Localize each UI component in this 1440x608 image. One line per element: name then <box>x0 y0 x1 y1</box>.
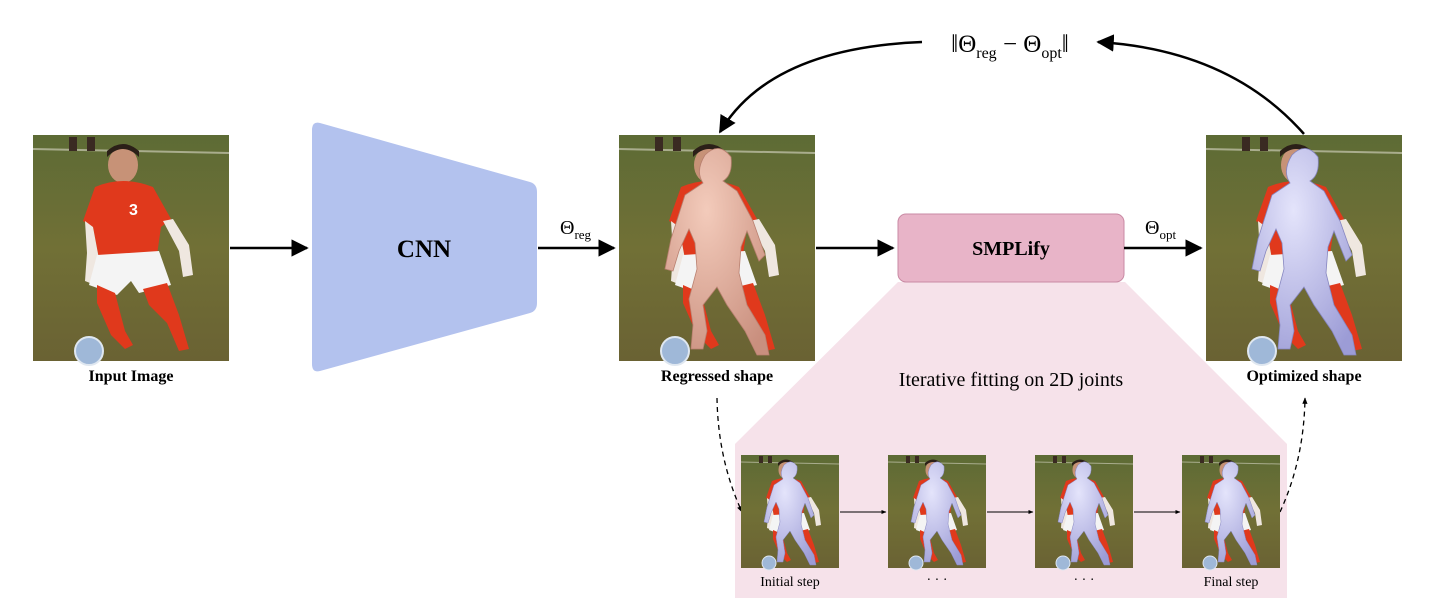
regressed-shape-image <box>618 134 816 366</box>
thumbnail-step-3 <box>1034 454 1134 571</box>
dashed-arrow-final-to-optimized <box>1279 397 1308 513</box>
cnn-label: CNN <box>397 236 451 263</box>
cnn-block <box>312 122 537 372</box>
dots-label-1: · · · <box>927 573 948 588</box>
smplify-label: SMPLify <box>972 238 1050 260</box>
dashed-arrow-regressed-to-initial <box>716 397 743 513</box>
input-image <box>32 134 230 366</box>
thumbnail-initial-step <box>740 454 840 571</box>
optimized-shape-image <box>1205 134 1403 366</box>
optimized-shape-label: Optimized shape <box>1246 368 1361 385</box>
thumbnail-step-2 <box>887 454 987 571</box>
theta-reg-label: Θreg <box>560 217 592 242</box>
arrow-optimized-to-loss <box>1096 34 1305 135</box>
arrow-loss-to-regressed <box>718 40 923 134</box>
iterative-fitting-label: Iterative fitting on 2D joints <box>899 369 1124 391</box>
thumbnail-final-step <box>1181 454 1281 571</box>
input-image-label: Input Image <box>89 368 174 385</box>
loss-label: ‖Θreg − Θopt‖ <box>951 31 1069 62</box>
theta-opt-label: Θopt <box>1145 217 1176 242</box>
final-step-label: Final step <box>1204 575 1259 590</box>
dots-label-2: · · · <box>1074 573 1095 588</box>
iterative-fitting-panel <box>735 282 1287 598</box>
regressed-shape-label: Regressed shape <box>661 368 773 385</box>
initial-step-label: Initial step <box>760 575 820 590</box>
